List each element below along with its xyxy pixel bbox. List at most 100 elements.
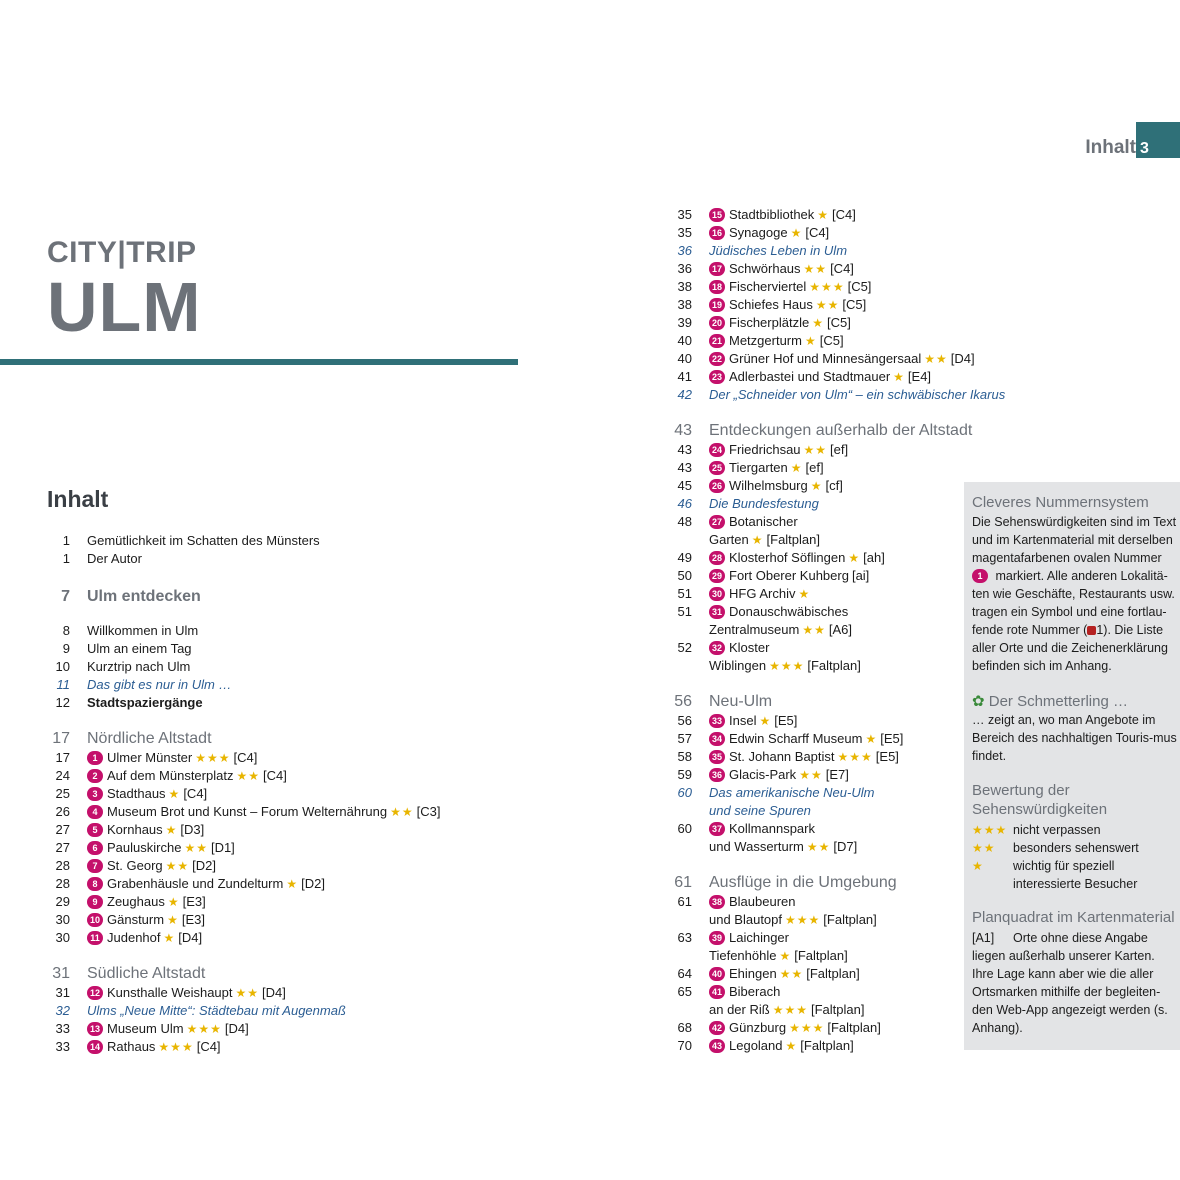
toc-entry-label: Friedrichsau (729, 442, 801, 457)
rating-stars-icon: ★ (848, 551, 861, 565)
toc-entry-label: Metzgerturm (729, 333, 802, 348)
map-grid-ref: [cf] (825, 478, 843, 493)
toc-page-number: 49 (677, 550, 692, 565)
toc-page-number: 40 (677, 333, 692, 348)
rating-stars-icon: ★ (893, 370, 905, 384)
sight-number-badge: 33 (709, 714, 725, 728)
rating-stars-icon: ★★ (806, 840, 831, 854)
toc-entry-label: Stadthaus (107, 786, 166, 801)
toc-entry-label: Das gibt es nur in Ulm … (87, 677, 232, 692)
toc-page-number: 56 (674, 693, 692, 710)
butterfly-icon: ✿ (972, 693, 985, 710)
toc-page-number: 35 (677, 225, 692, 240)
toc-entry-text: Ausflüge in die Umgebung (709, 874, 897, 892)
butterfly-heading-text: Der Schmetterling … (988, 693, 1128, 710)
rating-stars-icon: ★★★ (785, 913, 821, 927)
map-grid-ref: [Faltplan] (827, 1020, 881, 1035)
sight-number-badge: 3 (87, 787, 103, 801)
map-grid-ref: [C4] (830, 261, 854, 276)
toc-entry-text: Nördliche Altstadt (87, 730, 212, 748)
toc-entry-label: Die Bundesfestung (709, 496, 819, 511)
sight-number-badge: 15 (709, 208, 725, 222)
rating-label: besonders sehenswert (1013, 841, 1139, 855)
toc-entry-label: Willkommen in Ulm (87, 623, 199, 638)
grid-text-2: liegen außerhalb unserer Karten. Ihre La… (972, 949, 1168, 1035)
sight-number-badge: 19 (709, 298, 725, 312)
map-grid-ref: [D4] (178, 930, 203, 945)
rating-stars-icon: ★★ (184, 841, 208, 855)
toc-entry-label: Kloster (729, 640, 770, 655)
numbering-text-1: Die Sehenswürdigkeiten sind im Text und … (972, 515, 1177, 565)
toc-entry-text: Die Bundesfestung (709, 495, 819, 513)
rating-stars-icon: ★★★ (837, 750, 873, 764)
rating-stars-icon: ★★★ (769, 659, 805, 673)
map-grid-ref: [Faltplan] (807, 658, 861, 673)
toc-entry-label: Zentralmuseum (709, 622, 800, 637)
toc-entry-label: Ehingen (729, 966, 777, 981)
map-grid-ref: [A6] (828, 622, 852, 637)
toc-entry-text: Tiefenhöhle★[Faltplan] (709, 947, 848, 965)
map-grid-ref: [Faltplan] (823, 912, 877, 927)
toc-entry-label: Tiefenhöhle (709, 948, 777, 963)
toc-page-number: 40 (677, 351, 692, 366)
sight-number-badge: 23 (709, 370, 725, 384)
toc-page-number: 10 (55, 659, 70, 674)
butterfly-heading: ✿ Der Schmetterling … (972, 692, 1128, 710)
sight-number-badge: 42 (709, 1021, 725, 1035)
sight-number-badge: 11 (87, 931, 103, 945)
toc-entry-text: Das amerikanische Neu-Ulm (709, 784, 874, 802)
toc-page-number: 35 (677, 207, 692, 222)
rating-legend-row: ★★★nicht verpassen (972, 821, 1101, 839)
sight-number-badge: 26 (709, 479, 725, 493)
toc-entry-label: Fort Oberer Kuhberg (729, 568, 849, 583)
toc-page-number: 32 (55, 1003, 70, 1018)
sight-number-badge: 37 (709, 822, 725, 836)
sight-number-badge: 6 (87, 841, 103, 855)
sight-number-badge: 40 (709, 967, 725, 981)
toc-page-number: 68 (677, 1020, 692, 1035)
map-grid-ref: [E5] (880, 731, 904, 746)
toc-entry-label: Pauluskirche (107, 840, 182, 855)
toc-entry-label: Gemütlichkeit im Schatten des Münsters (87, 533, 320, 548)
map-grid-ref: [Faltplan] (800, 1038, 854, 1053)
toc-entry-label: Museum Ulm (107, 1021, 184, 1036)
toc-entry-label: Edwin Scharff Museum (729, 731, 863, 746)
numbering-lock-number: 1 (1096, 623, 1104, 637)
toc-entry-label: an der Riß (709, 1002, 770, 1017)
toc-page-number: 46 (677, 496, 692, 511)
rating-stars-icon: ★ (790, 461, 803, 475)
rating-stars-icon: ★★ (236, 769, 260, 783)
toc-entry-label: Judenhof (107, 930, 161, 945)
map-grid-ref: [E3] (181, 912, 205, 927)
toc-page-number: 50 (677, 568, 692, 583)
rating-stars-icon: ★★★ (789, 1021, 825, 1035)
rating-stars-icon: ★ (167, 895, 180, 909)
map-grid-ref: [C3] (416, 804, 441, 819)
rating-stars-icon: ★ (812, 316, 824, 330)
rating-stars-icon: ★★ (803, 262, 828, 276)
toc-entry-label: Biberach (729, 984, 781, 999)
rating-legend-row: ★★besonders sehenswert (972, 839, 1139, 857)
sight-number-badge: 5 (87, 823, 103, 837)
sight-number-badge: 7 (87, 859, 103, 873)
toc-page-number: 17 (52, 730, 70, 747)
toc-page-number: 43 (674, 422, 692, 439)
toc-page-number: 65 (677, 984, 692, 999)
rating-stars-icon: ★★★ (186, 1022, 222, 1036)
toc-page-number: 26 (55, 804, 70, 819)
toc-page-number: 17 (55, 750, 70, 765)
map-grid-ref: [D1] (210, 840, 235, 855)
numbering-text: Die Sehenswürdigkeiten sind im Text und … (972, 513, 1177, 675)
toc-entry-label: Ausflüge in die Umgebung (709, 874, 897, 891)
rating-stars-icon: ★ (167, 913, 179, 927)
